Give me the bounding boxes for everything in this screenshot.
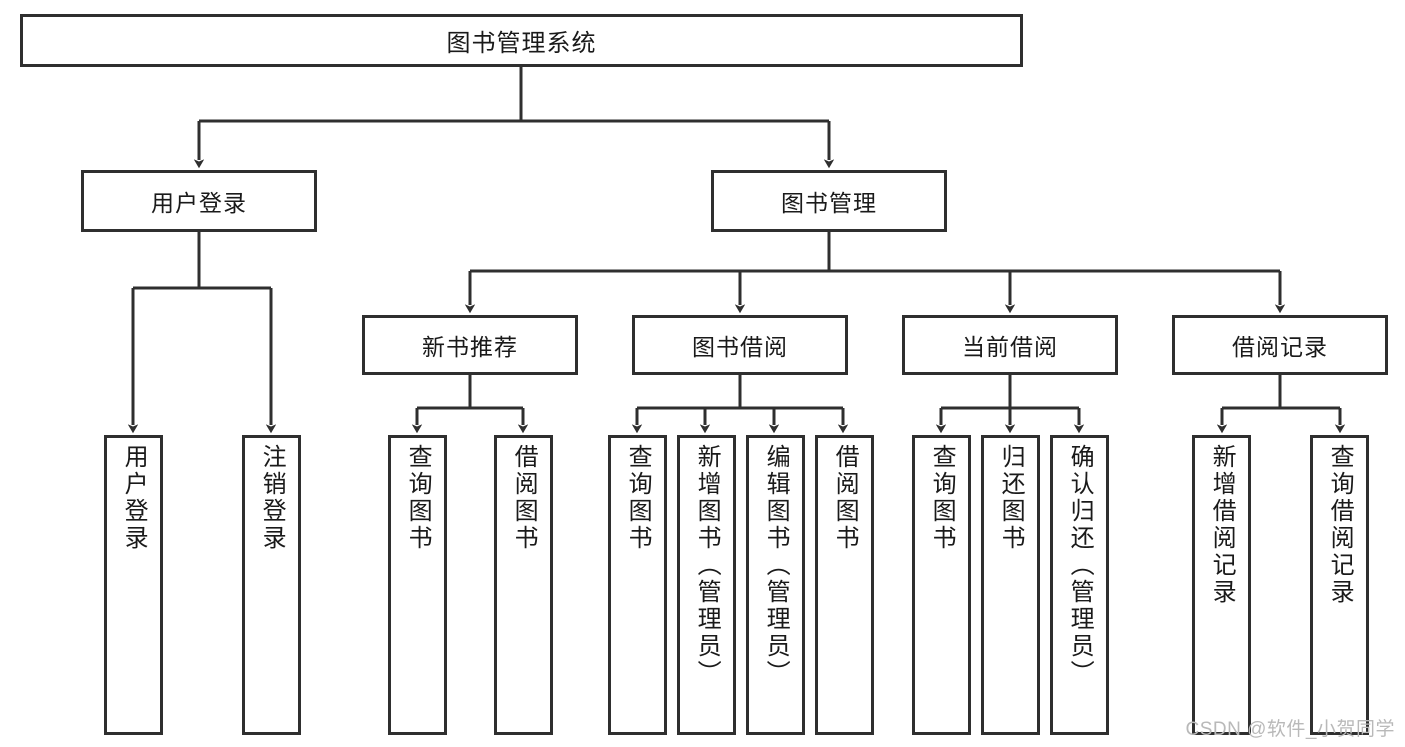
node-label: 用户登录 [151, 190, 247, 216]
node-label: 查询图书 [404, 444, 432, 552]
node-label: 图书借阅 [692, 334, 788, 360]
node-label: 新增图书（管理员） [693, 444, 721, 687]
node-leaf-confirm-return[interactable]: 确认归还（管理员） [1050, 435, 1109, 735]
node-label: 借阅记录 [1232, 334, 1328, 360]
node-label: 查询图书 [928, 444, 956, 552]
node-leaf-borrow-book-2[interactable]: 借阅图书 [815, 435, 874, 735]
node-current-borrow[interactable]: 当前借阅 [902, 315, 1118, 375]
node-label: 当前借阅 [962, 334, 1058, 360]
node-label: 确认归还（管理员） [1066, 444, 1094, 687]
node-label: 借阅图书 [510, 444, 538, 552]
node-leaf-query-record[interactable]: 查询借阅记录 [1310, 435, 1369, 735]
node-label: 查询图书 [624, 444, 652, 552]
node-new-book-recommend[interactable]: 新书推荐 [362, 315, 578, 375]
node-book-management[interactable]: 图书管理 [711, 170, 947, 232]
node-user-login[interactable]: 用户登录 [81, 170, 317, 232]
node-leaf-query-book-2[interactable]: 查询图书 [608, 435, 667, 735]
node-label: 图书管理系统 [446, 30, 597, 57]
node-leaf-query-book-1[interactable]: 查询图书 [388, 435, 447, 735]
node-leaf-borrow-book-1[interactable]: 借阅图书 [494, 435, 553, 735]
node-label: 新增借阅记录 [1208, 444, 1236, 606]
node-book-borrow[interactable]: 图书借阅 [632, 315, 848, 375]
node-leaf-user-login[interactable]: 用户登录 [104, 435, 163, 735]
node-label: 用户登录 [120, 444, 148, 552]
node-leaf-logout-login[interactable]: 注销登录 [242, 435, 301, 735]
node-leaf-query-book-3[interactable]: 查询图书 [912, 435, 971, 735]
node-label: 查询借阅记录 [1326, 444, 1354, 606]
node-leaf-edit-book[interactable]: 编辑图书（管理员） [746, 435, 805, 735]
node-leaf-add-record[interactable]: 新增借阅记录 [1192, 435, 1251, 735]
node-leaf-add-book[interactable]: 新增图书（管理员） [677, 435, 736, 735]
node-root-book-management-system[interactable]: 图书管理系统 [20, 14, 1023, 67]
watermark-text: CSDN @软件_小贺同学 [1185, 719, 1395, 740]
node-label: 编辑图书（管理员） [762, 444, 790, 687]
node-leaf-return-book[interactable]: 归还图书 [981, 435, 1040, 735]
node-label: 归还图书 [997, 444, 1025, 552]
node-label: 借阅图书 [831, 444, 859, 552]
node-label: 注销登录 [258, 444, 286, 552]
node-label: 新书推荐 [422, 334, 518, 360]
node-label: 图书管理 [781, 190, 877, 216]
node-borrow-record[interactable]: 借阅记录 [1172, 315, 1388, 375]
